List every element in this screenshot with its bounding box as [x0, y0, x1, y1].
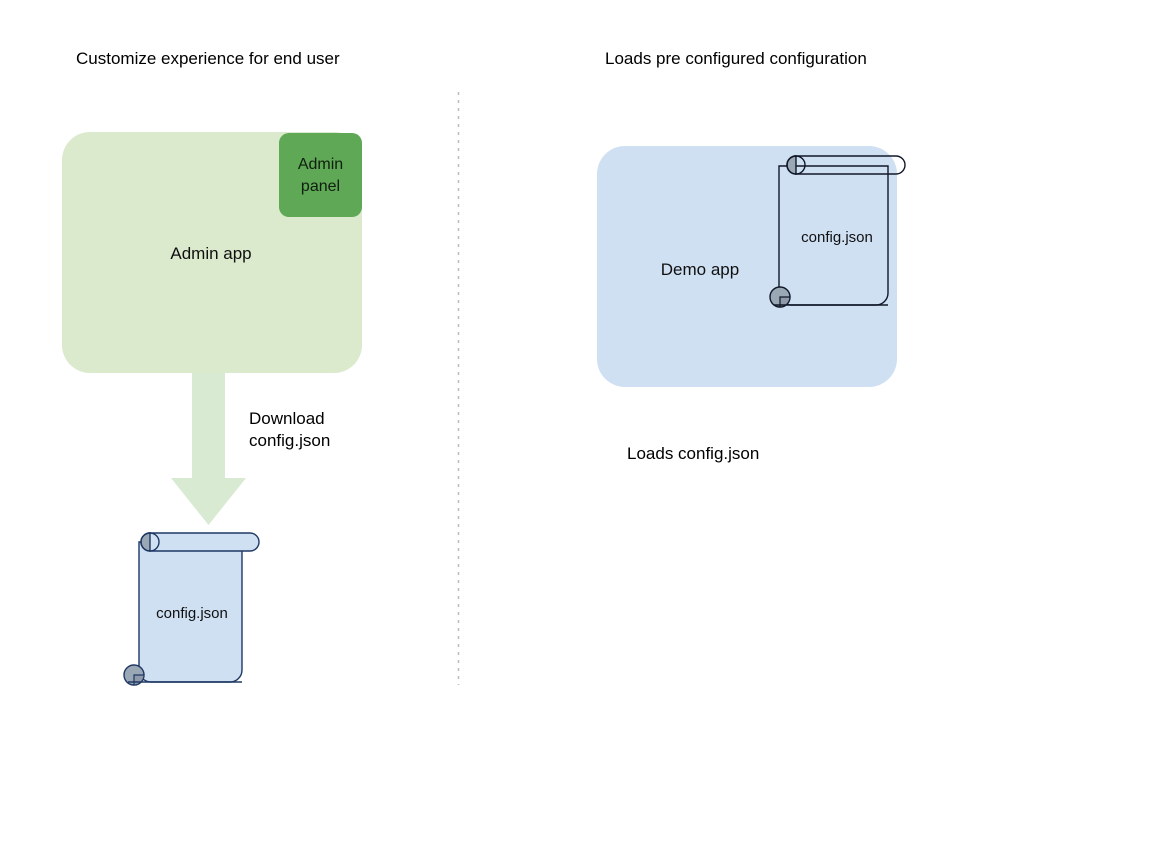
demo-app-box[interactable] [597, 146, 897, 387]
admin-panel-label-line2: panel [300, 178, 341, 195]
download-arrow-label-line2: config.json [249, 431, 331, 450]
download-arrow-label: Download config.json [249, 408, 330, 452]
demo-app-label: Demo app [660, 260, 740, 279]
admin-panel-label: Admin panel [279, 154, 362, 198]
admin-panel-box[interactable] [279, 133, 362, 217]
download-arrow-label-line1: Download [249, 409, 325, 428]
document-bottom-curl-arc-left [133, 674, 145, 686]
config-json-document-left[interactable] [123, 532, 260, 686]
document-top-curl-outline-right [786, 155, 806, 175]
document-top-curl-outline-left [140, 532, 160, 552]
admin-app-label: Admin app [170, 244, 252, 263]
config-json-document-right[interactable] [769, 155, 906, 308]
loads-config-caption: Loads config.json [627, 444, 760, 463]
heading-right: Loads pre configured configuration [605, 49, 867, 68]
document-label-right: config.json [801, 229, 873, 246]
admin-panel-label-line1: Admin [297, 156, 344, 173]
heading-left: Customize experience for end user [76, 49, 340, 68]
document-label-left: config.json [156, 605, 228, 622]
download-arrow [171, 373, 246, 525]
